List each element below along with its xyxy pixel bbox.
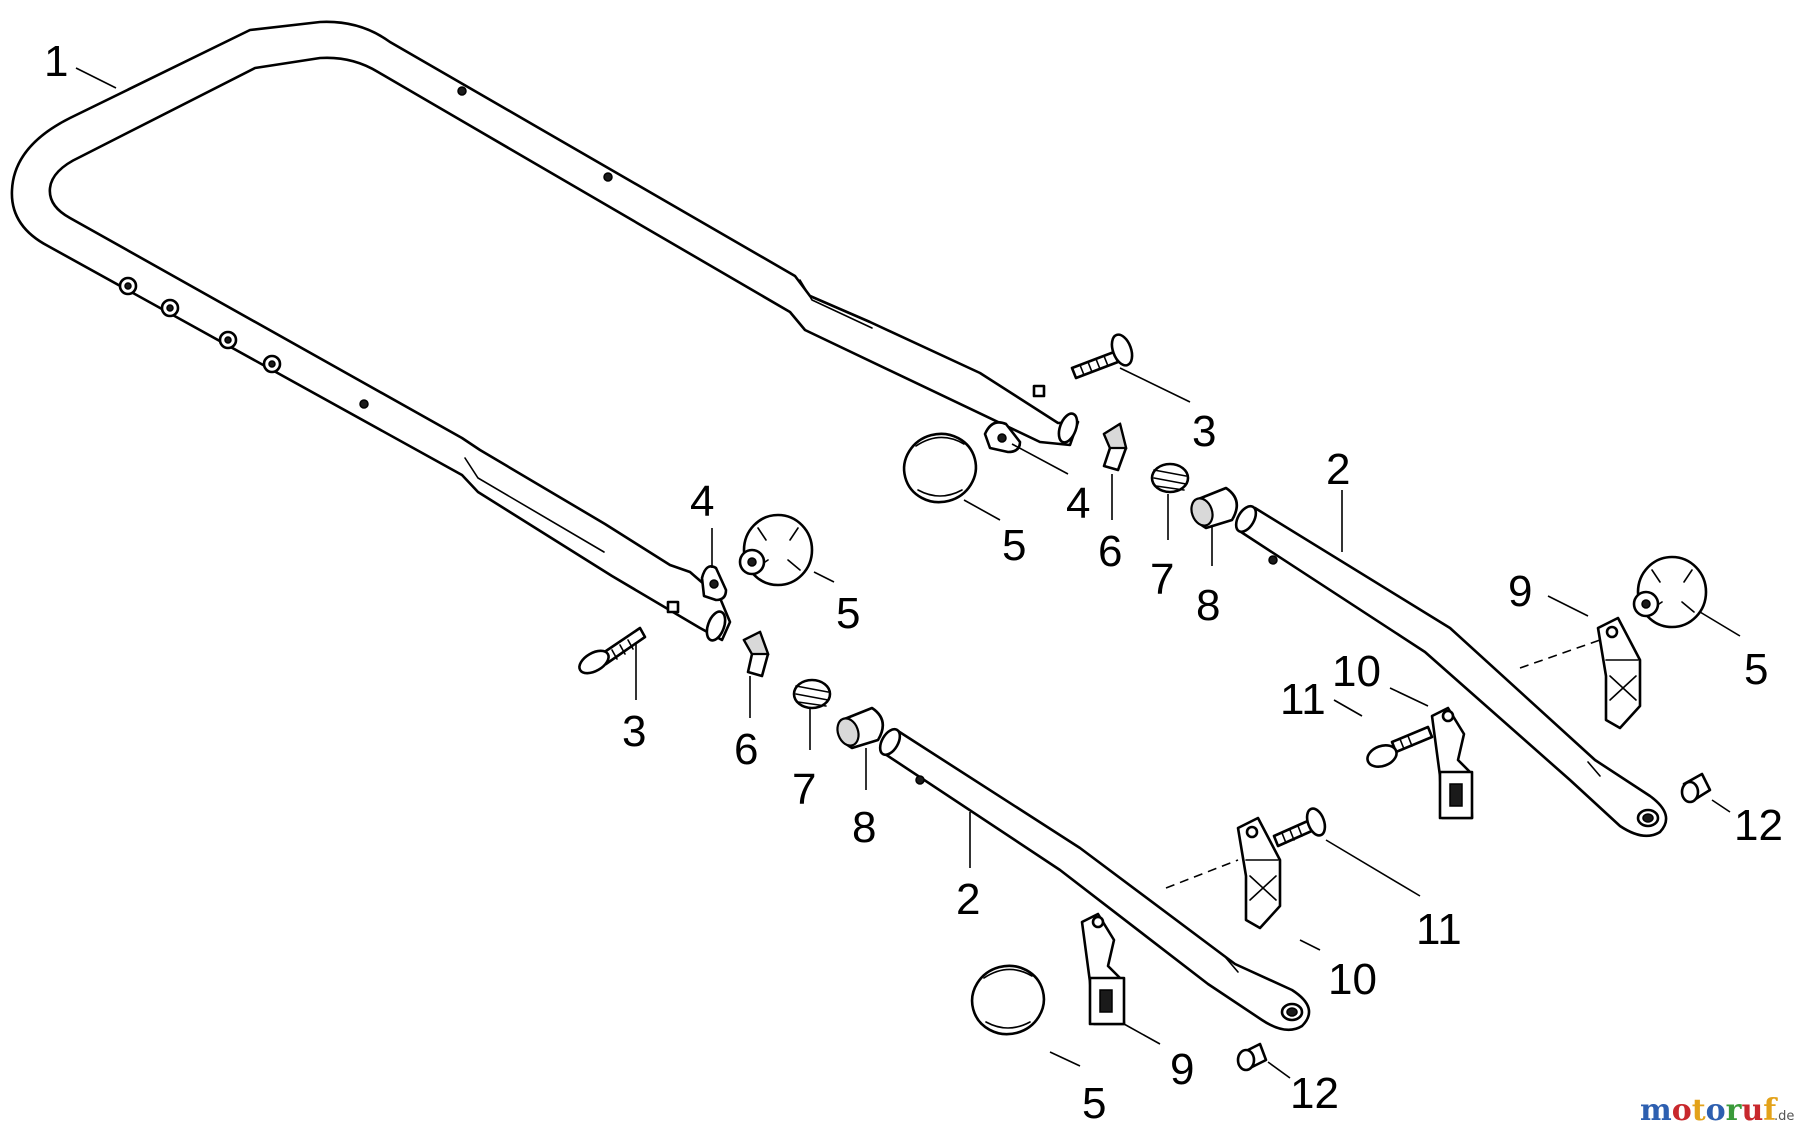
sleeve-lower bbox=[836, 706, 885, 750]
label-5-upper: 5 bbox=[1002, 521, 1026, 570]
carriage-bolt-pair-right bbox=[1272, 807, 1327, 848]
label-9-upper: 9 bbox=[1508, 567, 1532, 616]
logo-letter: o bbox=[1672, 1093, 1692, 1128]
logo-letter: o bbox=[1706, 1093, 1726, 1128]
pin-right bbox=[1680, 772, 1712, 804]
label-5-bottom: 5 bbox=[1082, 1079, 1106, 1128]
sleeve-upper bbox=[1190, 486, 1239, 530]
spring-upper bbox=[1150, 462, 1190, 494]
clamp-shell-lower bbox=[742, 630, 770, 678]
spring-lower bbox=[792, 678, 832, 710]
label-6-lower: 6 bbox=[734, 725, 758, 774]
label-5-left: 5 bbox=[836, 589, 860, 638]
lower-bar-right bbox=[1234, 504, 1668, 838]
pin-bottom bbox=[1236, 1042, 1268, 1072]
label-11-upper: 11 bbox=[1280, 675, 1326, 724]
leader-lines bbox=[75, 67, 1741, 1079]
label-3-upper: 3 bbox=[1192, 407, 1216, 456]
label-4-lower: 4 bbox=[690, 477, 714, 526]
lever-catch-lower-left bbox=[1236, 816, 1282, 930]
lever-catch-mid bbox=[1430, 706, 1474, 820]
upper-handle-bar bbox=[10, 20, 1080, 642]
label-8-lower: 8 bbox=[852, 803, 876, 852]
label-10-upper: 10 bbox=[1332, 647, 1381, 696]
logo-letter: t bbox=[1692, 1093, 1706, 1128]
svg-text:motoruf: motoruf bbox=[1640, 1093, 1778, 1128]
logo-letter: m bbox=[1640, 1093, 1672, 1128]
knob-bottom bbox=[970, 964, 1046, 1036]
label-7-lower: 7 bbox=[792, 765, 816, 814]
callout-labels: 1 2 2 3 3 4 4 5 5 5 5 6 6 7 7 8 8 9 9 10… bbox=[44, 37, 1783, 1128]
logo-suffix: .de bbox=[1774, 1109, 1794, 1124]
carriage-bolt-lower bbox=[578, 626, 647, 675]
carriage-bolt-upper bbox=[1070, 333, 1134, 380]
label-5-right: 5 bbox=[1744, 645, 1768, 694]
frame-holes bbox=[118, 276, 282, 374]
logo-letter: r bbox=[1726, 1093, 1743, 1128]
lower-bar-left bbox=[878, 727, 1311, 1032]
knob-right bbox=[1632, 555, 1708, 629]
washer-upper bbox=[983, 421, 1022, 454]
clamp-shell-upper bbox=[1102, 422, 1128, 472]
label-2-lower: 2 bbox=[956, 875, 980, 924]
label-10-lower: 10 bbox=[1328, 955, 1377, 1004]
label-3-lower: 3 bbox=[622, 707, 646, 756]
label-6-upper: 6 bbox=[1098, 527, 1122, 576]
carriage-bolt-pair-left bbox=[1366, 725, 1434, 769]
motoruf-logo: motoruf .de bbox=[1640, 1093, 1794, 1128]
knob-lower-left bbox=[738, 513, 814, 587]
label-2-upper: 2 bbox=[1326, 445, 1350, 494]
label-4-upper: 4 bbox=[1066, 479, 1090, 528]
label-12-right: 12 bbox=[1734, 801, 1783, 850]
lever-catch-upper-right bbox=[1596, 616, 1642, 730]
washer-lower bbox=[700, 565, 728, 602]
logo-letter: u bbox=[1741, 1093, 1763, 1128]
knob-upper bbox=[902, 432, 978, 504]
label-12-bottom: 12 bbox=[1290, 1069, 1339, 1118]
label-7-upper: 7 bbox=[1150, 555, 1174, 604]
lever-catch-bottom bbox=[1080, 912, 1126, 1026]
logo-letter: f bbox=[1763, 1093, 1778, 1128]
label-11-lower: 11 bbox=[1416, 905, 1462, 954]
label-8-upper: 8 bbox=[1196, 581, 1220, 630]
label-1: 1 bbox=[44, 37, 68, 86]
label-9-lower: 9 bbox=[1170, 1045, 1194, 1094]
